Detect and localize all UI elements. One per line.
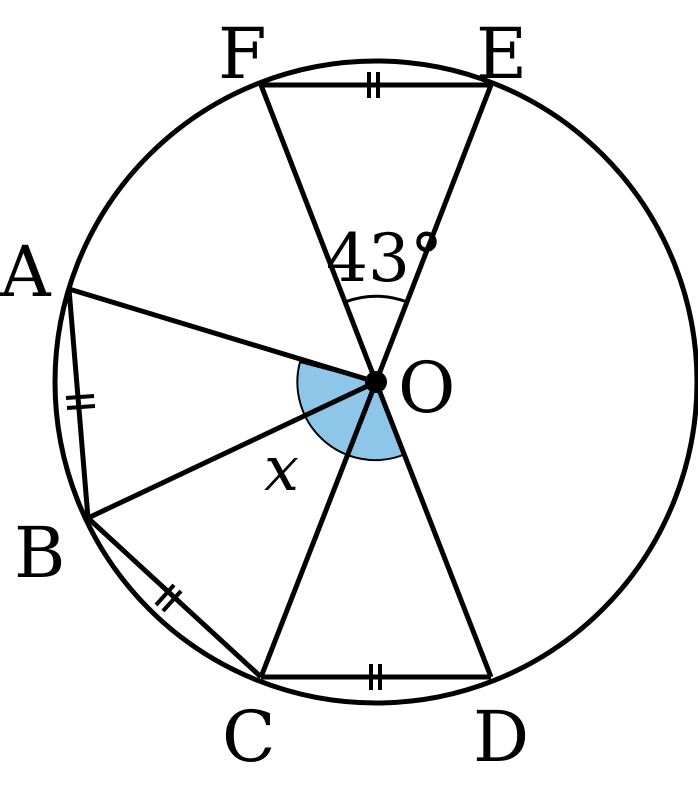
label-A: A bbox=[0, 231, 52, 313]
label-F: F bbox=[218, 13, 267, 95]
tick-CD bbox=[369, 664, 382, 690]
label-B: B bbox=[14, 512, 65, 594]
angle-x-label: x bbox=[264, 432, 299, 505]
angle-43-arc bbox=[344, 294, 408, 304]
center-point-O bbox=[365, 371, 387, 393]
tick-BC bbox=[154, 583, 183, 613]
radius-OC bbox=[258, 381, 379, 678]
tick-AB bbox=[65, 394, 96, 410]
label-E: E bbox=[476, 13, 527, 95]
label-D: D bbox=[473, 696, 529, 778]
label-O: O bbox=[398, 347, 455, 429]
label-C: C bbox=[222, 696, 276, 778]
radius-OE bbox=[373, 84, 494, 383]
radius-OA bbox=[68, 286, 377, 385]
chord-AB bbox=[66, 288, 91, 519]
radius-OB bbox=[86, 379, 378, 521]
circle bbox=[52, 58, 698, 706]
radius-OD bbox=[373, 381, 494, 678]
radius-OF bbox=[258, 84, 379, 383]
tick-FE bbox=[367, 72, 380, 98]
angle-43-label: 43° bbox=[326, 220, 443, 297]
